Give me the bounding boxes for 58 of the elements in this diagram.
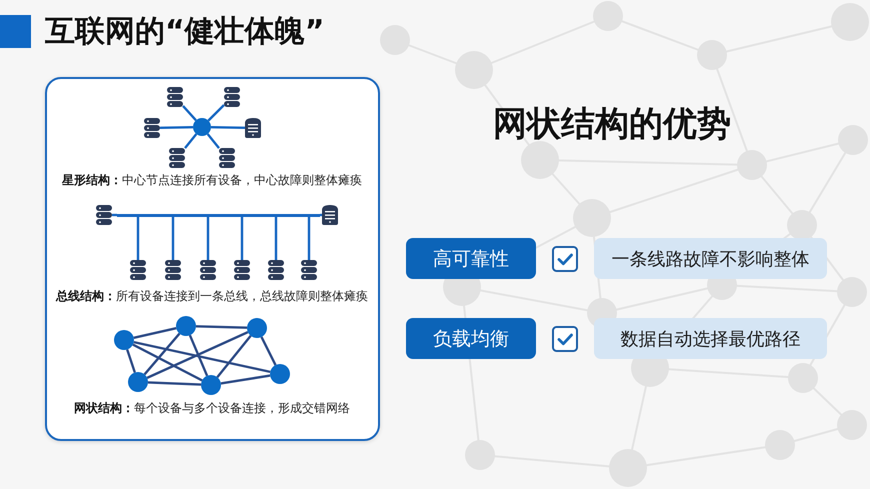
connection-line	[132, 344, 203, 382]
topology-panel	[45, 77, 380, 441]
database-icon	[301, 260, 317, 280]
page-title: 互联网的“健壮体魄”	[45, 13, 324, 51]
database-icon	[268, 260, 284, 280]
connection-line	[196, 325, 248, 329]
connection-line	[126, 349, 136, 373]
description-box: 数据自动选择最优路径	[594, 318, 827, 359]
connection-line	[148, 381, 202, 386]
connection-line	[210, 126, 246, 130]
connection-line	[136, 216, 140, 260]
connection-line	[160, 126, 194, 130]
network-node	[270, 364, 290, 384]
server-icon	[245, 118, 261, 138]
connection-line	[260, 336, 277, 366]
network-node	[201, 375, 221, 395]
database-icon	[144, 118, 160, 138]
bus-line	[117, 214, 320, 216]
connection-line	[220, 374, 270, 385]
database-icon	[169, 148, 185, 168]
connection-line	[206, 133, 220, 149]
database-icon	[130, 260, 146, 280]
connection-line	[274, 216, 278, 260]
connection-line	[216, 335, 252, 378]
caption-text: 总线结构：所有设备连接到一条总线，总线故障则整体瘫痪	[56, 288, 368, 305]
connection-line	[188, 334, 208, 376]
connection-line	[206, 216, 210, 260]
connection-line	[144, 332, 180, 376]
database-icon	[224, 87, 240, 107]
caption-text: 网状结构：每个设备与多个设备连接，形成交错网络	[74, 400, 350, 417]
database-icon	[165, 260, 181, 280]
network-node	[128, 372, 148, 392]
connection-line	[182, 105, 197, 122]
connection-line	[184, 133, 198, 149]
connection-line	[146, 331, 248, 379]
connection-line	[134, 327, 176, 339]
feature-box: 高可靠性	[406, 238, 536, 279]
network-node	[193, 118, 211, 136]
feature-box: 负载均衡	[406, 318, 536, 359]
section-heading: 网状结构的优势	[493, 103, 731, 146]
connection-line	[112, 214, 117, 216]
database-icon	[200, 260, 216, 280]
connection-line	[240, 216, 244, 260]
database-icon	[167, 87, 183, 107]
database-icon	[219, 148, 235, 168]
network-node	[114, 330, 134, 350]
network-node	[176, 316, 196, 336]
connection-line	[134, 340, 270, 374]
connection-line	[308, 216, 310, 260]
connection-line	[320, 214, 322, 216]
caption-text: 星形结构：中心节点连接所有设备，中心故障则整体瘫痪	[62, 172, 362, 189]
server-icon	[322, 205, 338, 225]
description-box: 一条线路故障不影响整体	[594, 238, 827, 279]
network-node	[247, 318, 267, 338]
connection-line	[208, 104, 225, 122]
database-icon	[96, 205, 112, 225]
database-icon	[234, 260, 250, 280]
connection-line	[172, 216, 174, 260]
